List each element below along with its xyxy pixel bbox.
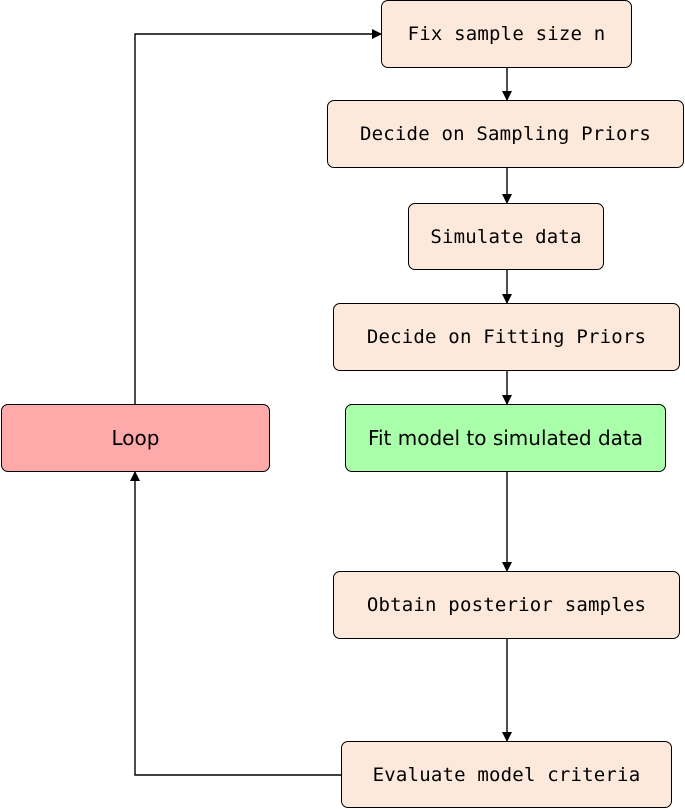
fit-model-node: Fit model to simulated data (345, 404, 666, 472)
loop-node: Loop (1, 404, 270, 472)
simulate-data-node: Simulate data (408, 203, 604, 270)
arrow-loop-to-fix (134, 29, 382, 404)
sampling-priors-node: Decide on Sampling Priors (327, 100, 684, 168)
fix-sample-size-node: Fix sample size n (381, 0, 632, 68)
posterior-samples-node: Obtain posterior samples (333, 571, 680, 639)
fitting-priors-node: Decide on Fitting Priors (333, 303, 680, 371)
arrow-evaluate-to-loop (130, 471, 341, 776)
evaluate-criteria-node: Evaluate model criteria (341, 741, 672, 808)
